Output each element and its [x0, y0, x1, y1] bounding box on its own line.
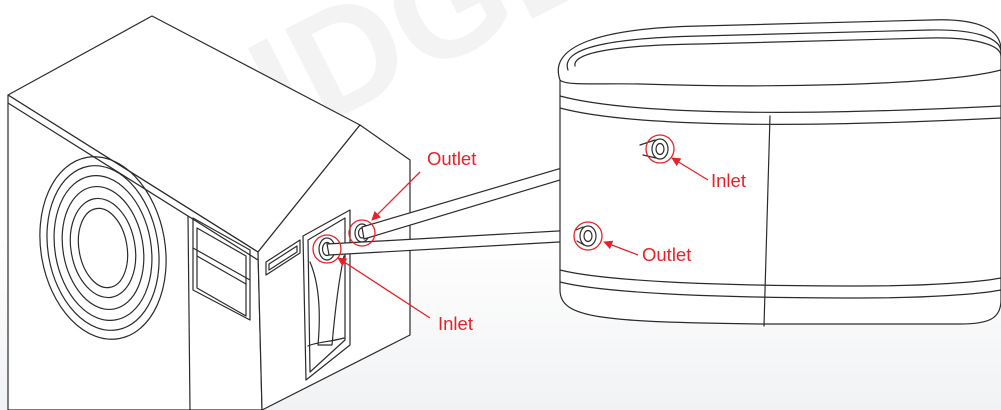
hp-outlet-arrow — [371, 171, 421, 221]
hp-outlet-highlight — [348, 219, 376, 247]
port-recess — [302, 209, 351, 381]
fan-grille — [39, 156, 167, 340]
hp-inlet-highlight — [312, 234, 342, 264]
vent-slot — [265, 239, 301, 276]
heat-pump-outlet-label: Outlet — [427, 148, 477, 169]
tub-inlet-highlight — [645, 134, 675, 164]
tub-body — [559, 59, 1001, 325]
tub-inlet-label: Inlet — [711, 170, 746, 191]
heat-pump-unit — [7, 15, 411, 410]
tub-inlet-fitting — [639, 138, 669, 160]
control-panel — [192, 217, 251, 321]
hp-inlet-arrow — [337, 257, 431, 319]
tub-outlet-highlight — [573, 221, 603, 251]
annotations — [312, 134, 709, 319]
tub-outlet-arrow — [603, 240, 639, 256]
heat-pump-inlet-label: Inlet — [438, 313, 473, 334]
tub-outlet-fitting — [575, 225, 597, 247]
tub-outlet-label: Outlet — [642, 244, 692, 265]
hot-tub — [557, 19, 1001, 327]
tub-inlet-arrow — [671, 157, 709, 181]
tub-rim — [557, 19, 1001, 87]
